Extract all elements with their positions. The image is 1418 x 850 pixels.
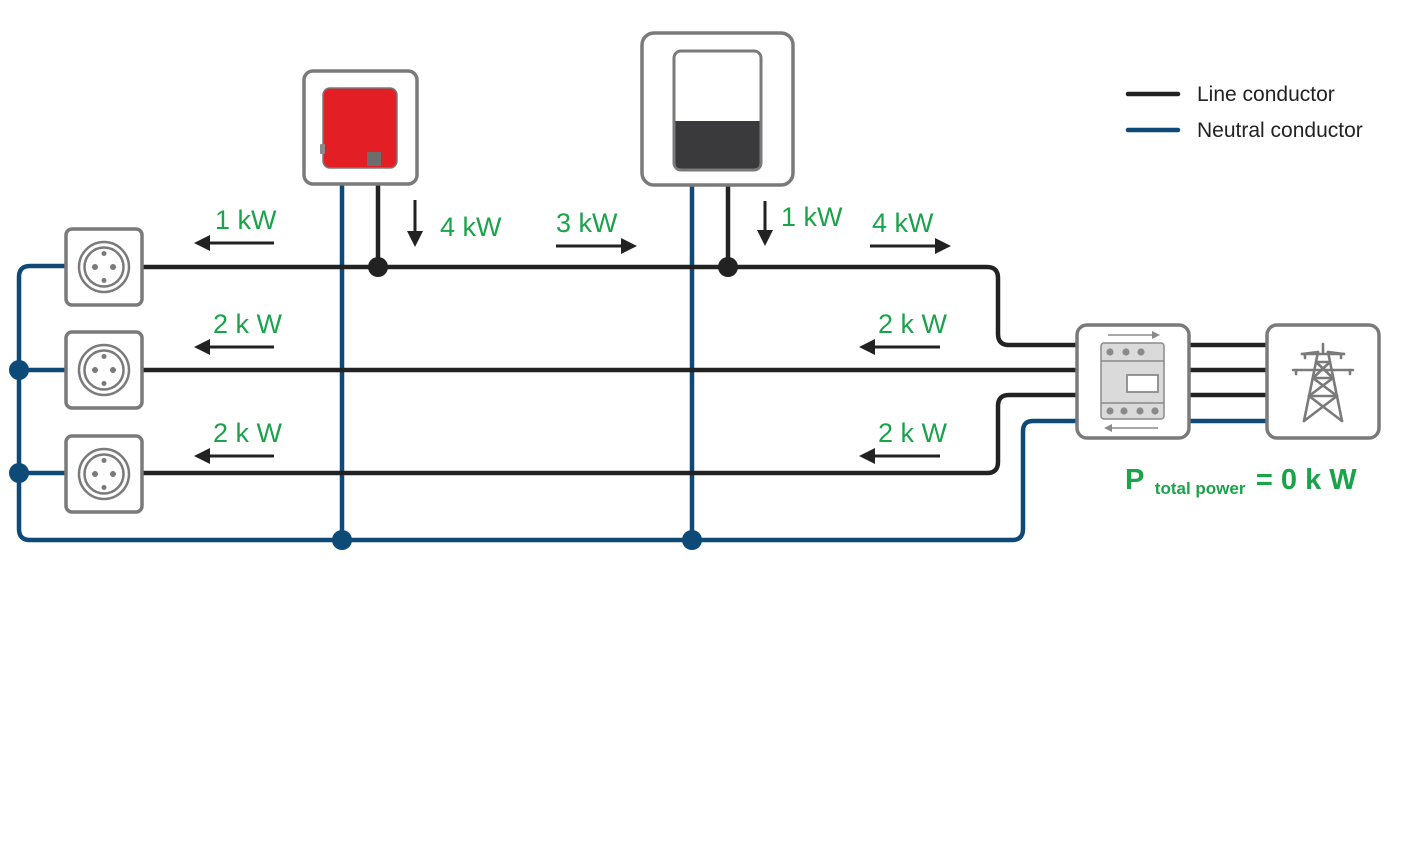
socket-1: [64, 227, 144, 307]
flow-label-to-meter-l1: 4 kW: [872, 208, 934, 238]
arrow-to-socket-2: [194, 339, 274, 355]
line-conductor-wiring: [139, 181, 1270, 476]
total-power-subscript: total power: [1155, 479, 1246, 498]
line-junction-battery: [718, 257, 738, 277]
energy-meter: [1075, 323, 1191, 440]
flow-label-socket-3: 2 k W: [213, 418, 283, 448]
line-conductor-l1: [139, 264, 1080, 348]
line-junctions: [368, 257, 738, 277]
battery-storage: [640, 31, 795, 187]
flow-label-battery: 1 kW: [781, 202, 843, 232]
socket-frame: [64, 227, 144, 307]
utility-grid: [1265, 323, 1381, 440]
total-power-value: = 0 k W: [1256, 464, 1357, 496]
total-power-label: P total power = 0 k W: [1125, 464, 1357, 498]
socket-frame: [64, 330, 144, 410]
pv-inverter-icon: [320, 87, 398, 169]
flow-label-socket-2: 2 k W: [213, 309, 283, 339]
arrow-inverter-down: [407, 200, 423, 247]
power-socket-icon: [77, 240, 131, 294]
socket-2: [64, 330, 144, 410]
arrow-to-socket-3: [194, 448, 274, 464]
battery-storage-icon: [672, 49, 763, 172]
legend: Line conductor Neutral conductor: [1125, 83, 1363, 142]
legend-line-label: Line conductor: [1197, 83, 1335, 106]
neutral-junction-socket-3: [9, 463, 29, 483]
flow-arrows: [194, 200, 951, 464]
grid-frame: [1265, 323, 1381, 440]
neutral-junction-socket-2: [9, 360, 29, 380]
energy-meter-icon: [1100, 331, 1165, 432]
neutral-junction-inverter: [332, 530, 352, 550]
socket-3: [64, 434, 144, 514]
neutral-junction-battery: [682, 530, 702, 550]
pv-inverter: [302, 69, 419, 186]
arrow-from-grid-l3: [859, 448, 940, 464]
arrow-to-socket-1: [194, 235, 274, 251]
flow-label-from-grid-l3: 2 k W: [878, 418, 948, 448]
flow-labels: 1 kW 4 kW 3 kW 1 kW 4 kW 2 k W 2 k W 2 k…: [213, 202, 948, 448]
neutral-conductor-wiring: [16, 181, 1270, 543]
flow-label-inverter: 4 kW: [440, 212, 502, 242]
arrow-battery-down: [757, 201, 773, 246]
power-socket-icon: [77, 447, 131, 501]
neutral-bus: [16, 263, 1080, 543]
power-socket-icon: [77, 343, 131, 397]
neutral-junctions: [9, 360, 702, 550]
legend-neutral-label: Neutral conductor: [1197, 119, 1363, 142]
arrow-from-grid-l2: [859, 339, 940, 355]
flow-label-from-grid-l2: 2 k W: [878, 309, 948, 339]
socket-frame: [64, 434, 144, 514]
line-junction-inverter: [368, 257, 388, 277]
power-pylon-icon: [1291, 342, 1355, 423]
line-conductor-l3: [139, 392, 1080, 476]
flow-label-between-devices: 3 kW: [556, 208, 618, 238]
arrow-between-devices: [556, 238, 637, 254]
arrow-to-meter-l1: [870, 238, 951, 254]
flow-label-socket-1: 1 kW: [215, 205, 277, 235]
total-power-symbol: P: [1125, 464, 1144, 496]
